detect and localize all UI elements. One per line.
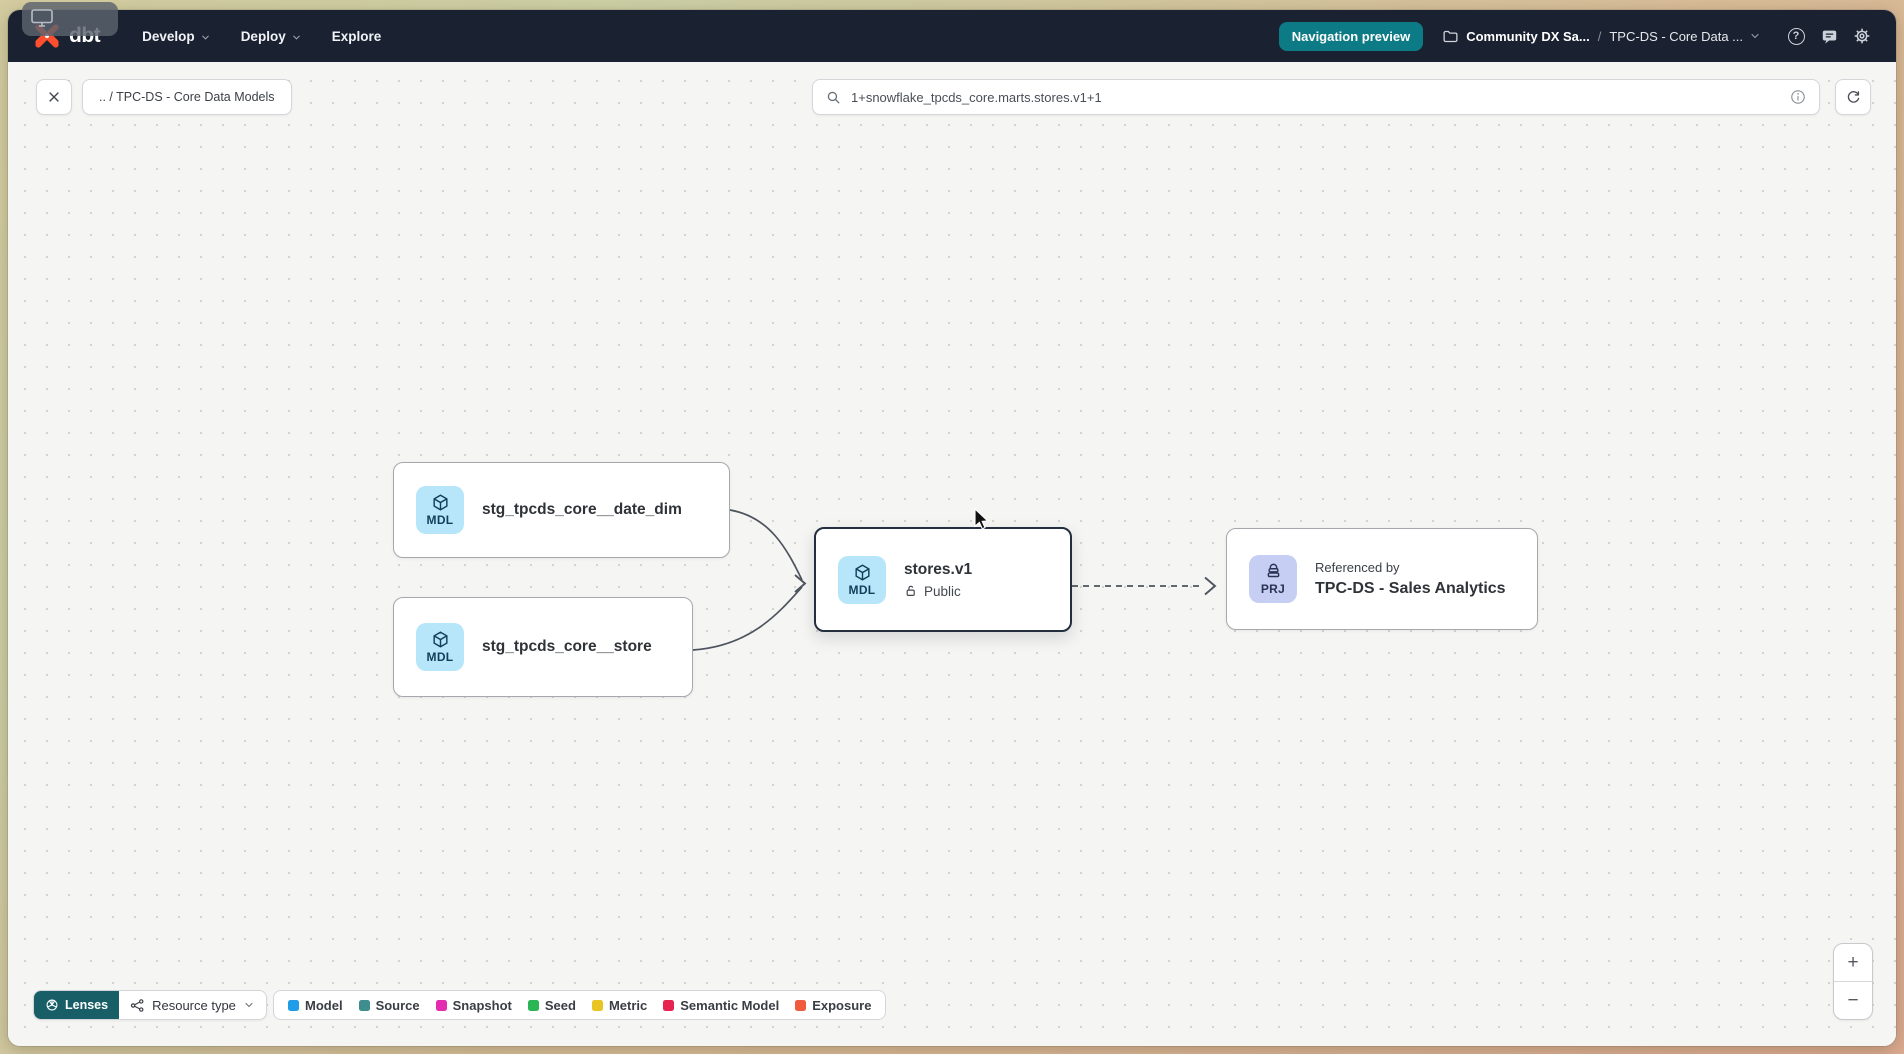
model-badge: MDL (416, 486, 464, 534)
breadcrumb-project[interactable]: TPC-DS - Core Data ... (1609, 29, 1761, 44)
chevron-down-icon (292, 35, 300, 40)
referenced-by-label: Referenced by (1315, 560, 1400, 575)
help-button[interactable]: ? (1786, 26, 1806, 46)
lineage-search (812, 79, 1820, 115)
nav-menu-deploy[interactable]: Deploy (241, 29, 302, 44)
feedback-button[interactable] (1819, 26, 1839, 46)
legend-swatch (358, 999, 370, 1011)
legend-item-seed: Seed (527, 998, 576, 1013)
resource-legend: Model Source Snapshot Seed Metric Semant… (273, 990, 887, 1020)
chevron-down-icon (245, 1002, 253, 1008)
settings-button[interactable] (1852, 26, 1872, 46)
navigation-preview-badge[interactable]: Navigation preview (1278, 21, 1424, 51)
zoom-out-button[interactable]: − (1847, 989, 1859, 1011)
search-input[interactable] (851, 89, 1780, 105)
chevron-down-icon (1751, 33, 1759, 39)
access-row: Public (904, 584, 972, 599)
nav-menu-develop[interactable]: Develop (142, 29, 211, 44)
close-icon (49, 92, 59, 102)
legend-swatch (435, 999, 447, 1011)
model-badge: MDL (838, 555, 886, 604)
legend-swatch (663, 999, 675, 1011)
project-name: TPC-DS - Sales Analytics (1315, 580, 1506, 597)
legend-item-semantic-model: Semantic Model (663, 998, 779, 1013)
info-icon[interactable] (1789, 88, 1807, 106)
node-stg-tpcds-core-date-dim[interactable]: MDL stg_tpcds_core__date_dim (393, 462, 730, 558)
refresh-icon (1847, 90, 1859, 103)
chevron-down-icon (201, 35, 209, 40)
lineage-path-breadcrumb[interactable]: .. / TPC-DS - Core Data Models (82, 79, 292, 115)
legend-item-source: Source (358, 998, 420, 1013)
lens-icon (46, 999, 58, 1011)
legend-swatch (591, 999, 603, 1011)
search-icon (827, 91, 840, 103)
cube-icon (432, 631, 448, 648)
screen-share-indicator (22, 2, 118, 36)
help-icon: ? (1787, 27, 1805, 45)
project-badge: PRJ (1249, 555, 1297, 603)
node-referenced-project[interactable]: PRJ Referenced by TPC-DS - Sales Analyti… (1226, 528, 1538, 630)
refresh-button[interactable] (1835, 79, 1871, 115)
legend-item-exposure: Exposure (795, 998, 871, 1013)
lenses-control: Lenses Resource type (33, 990, 267, 1020)
breadcrumb-separator: / (1597, 28, 1602, 44)
archive-icon (1267, 563, 1279, 578)
legend-swatch (795, 999, 807, 1011)
chat-icon (1822, 30, 1836, 44)
node-stg-tpcds-core-store[interactable]: MDL stg_tpcds_core__store (393, 597, 693, 697)
legend-swatch (527, 999, 539, 1011)
resource-type-dropdown[interactable]: Resource type (119, 991, 266, 1019)
zoom-controls: + − (1833, 943, 1873, 1020)
nav-menu-explore[interactable]: Explore (331, 28, 382, 44)
close-lineage-button[interactable] (36, 79, 72, 115)
legend-item-metric: Metric (591, 998, 647, 1013)
graph-icon (131, 998, 144, 1012)
model-badge: MDL (416, 623, 464, 671)
cube-icon (854, 563, 870, 581)
breadcrumb: Community DX Sa... / TPC-DS - Core Data … (1442, 28, 1761, 45)
unlock-icon (906, 585, 915, 596)
legend-item-snapshot: Snapshot (435, 998, 512, 1013)
gear-icon (1854, 28, 1870, 44)
access-label: Public (924, 583, 961, 599)
legend-item-model: Model (288, 998, 343, 1013)
lenses-button[interactable]: Lenses (34, 991, 120, 1019)
node-stores-v1[interactable]: MDL stores.v1 Public (814, 527, 1072, 632)
cube-icon (432, 494, 448, 511)
app-window: dbt Develop Deploy Explore Navigation pr… (8, 10, 1896, 1046)
top-navbar: dbt Develop Deploy Explore Navigation pr… (8, 10, 1896, 62)
monitor-icon (31, 9, 53, 27)
folder-icon (1443, 30, 1458, 42)
legend-swatch (288, 999, 299, 1011)
zoom-in-button[interactable]: + (1834, 944, 1872, 982)
breadcrumb-account[interactable]: Community DX Sa... (1442, 28, 1590, 45)
node-title: stores.v1 (904, 560, 973, 578)
